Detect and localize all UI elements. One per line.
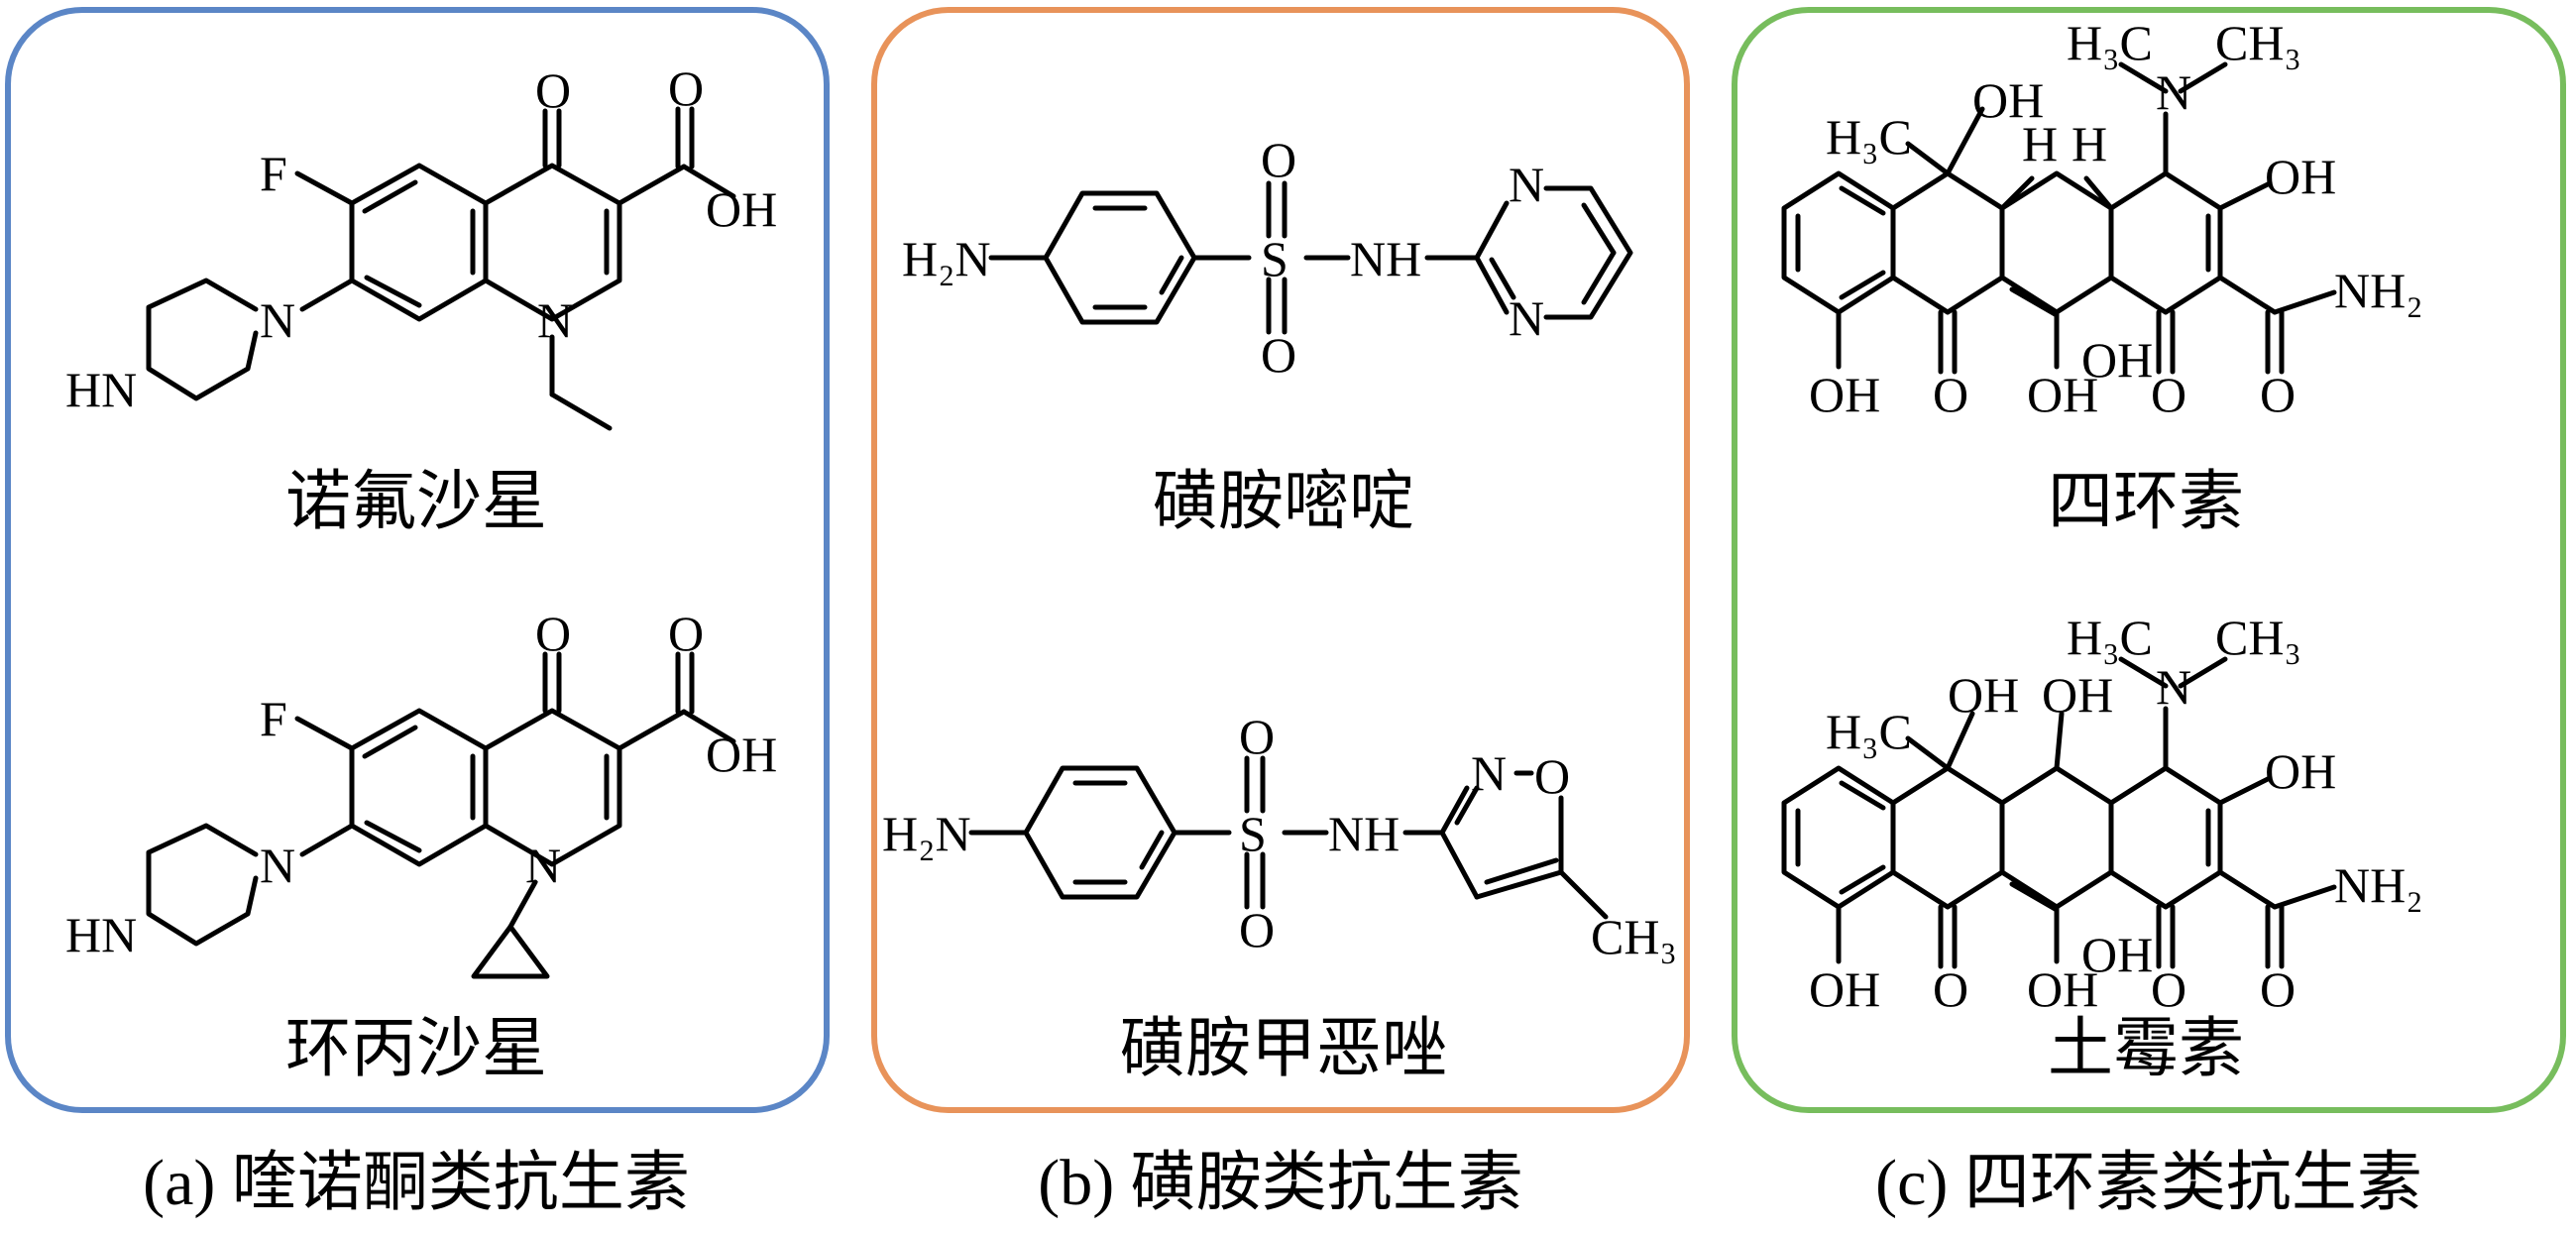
tetracycline-ch3-top-label: CH₃ xyxy=(2215,15,2301,70)
caption-b: (b) 磺胺类抗生素 xyxy=(1038,1144,1522,1220)
sulfadiazine-nh-label: NH xyxy=(1350,231,1421,286)
caption-b-text: 磺胺类抗生素 xyxy=(1131,1144,1523,1220)
sulfamethoxazole-o-top-label: O xyxy=(1239,709,1275,764)
caption-c: (c) 四环素类抗生素 xyxy=(1875,1144,2422,1220)
caption-c-text: 四环素类抗生素 xyxy=(1964,1144,2422,1220)
panel-c-border xyxy=(1732,7,2566,1113)
sulfamethoxazole-structure xyxy=(968,755,1609,920)
oxytetracycline-h3c-label: H₃C xyxy=(1826,704,1912,759)
ciprofloxacin-structure xyxy=(146,651,736,979)
sulfamethoxazole-name: 磺胺甲恶唑 xyxy=(1120,1010,1447,1086)
panel-a-border xyxy=(5,7,830,1113)
norfloxacin-n4-label: N xyxy=(260,292,295,348)
tetracycline-o-1-label: O xyxy=(1933,367,1968,422)
norfloxacin-structure xyxy=(146,106,736,431)
ciprofloxacin-acid-o-label: O xyxy=(668,606,704,661)
oxytetracycline-oh-bottom-mid-label: OH xyxy=(2027,961,2098,1017)
oxytetracycline-o-1-label: O xyxy=(1933,961,1968,1017)
sulfamethoxazole-nh-label: NH xyxy=(1328,806,1400,861)
tetracycline-name: 四环素 xyxy=(2048,463,2244,539)
caption-a-text: 喹诺酮类抗生素 xyxy=(232,1144,690,1220)
panel-b-border xyxy=(871,7,1690,1113)
oxytetracycline-oh-bottom-mid2-label: OH xyxy=(2081,927,2153,982)
sulfadiazine-n3-label: N xyxy=(1509,157,1544,212)
sulfadiazine-name: 磺胺嘧啶 xyxy=(1153,463,1414,539)
norfloxacin-hn-label: HN xyxy=(65,362,137,417)
sulfadiazine-o-top-label: O xyxy=(1261,132,1296,187)
caption-a: (a) 喹诺酮类抗生素 xyxy=(143,1144,690,1220)
caption-c-tag: (c) xyxy=(1875,1147,1948,1219)
tetracycline-oh-bottom-mid2-label: OH xyxy=(2081,332,2153,388)
sulfamethoxazole-o-ring-label: O xyxy=(1534,748,1570,804)
tetracycline-h-left-label: H xyxy=(2022,116,2058,171)
sulfadiazine-h2n-label: H₂N xyxy=(902,231,991,286)
oxytetracycline-oh-right-label: OH xyxy=(2265,743,2336,799)
norfloxacin-name: 诺氟沙星 xyxy=(285,463,547,539)
tetracycline-oh-top-label: OH xyxy=(1972,72,2044,128)
ciprofloxacin-n4-label: N xyxy=(260,838,295,893)
oxytetracycline-h3c-top-label: H₃C xyxy=(2067,610,2153,665)
oxytetracycline-oh-top2-label: OH xyxy=(2042,667,2113,723)
norfloxacin-n1-label: N xyxy=(537,292,573,348)
sulfadiazine-n1-label: N xyxy=(1509,290,1544,346)
ciprofloxacin-oh-label: OH xyxy=(706,727,777,782)
norfloxacin-oh-label: OH xyxy=(706,181,777,237)
oxytetracycline-o-3-label: O xyxy=(2260,961,2296,1017)
sulfamethoxazole-o-bottom-label: O xyxy=(1239,902,1275,957)
ciprofloxacin-o-label: O xyxy=(535,606,571,661)
tetracycline-oh-right-label: OH xyxy=(2265,149,2336,204)
norfloxacin-o-label: O xyxy=(535,62,571,118)
sulfamethoxazole-ch3-label: CH₃ xyxy=(1591,909,1677,964)
tetracycline-oh-bottom-mid-label: OH xyxy=(2027,367,2098,422)
oxytetracycline-structure xyxy=(1781,656,2337,969)
oxytetracycline-o-2-label: O xyxy=(2151,961,2186,1017)
ciprofloxacin-name: 环丙沙星 xyxy=(285,1010,547,1086)
tetracycline-h-right-label: H xyxy=(2072,116,2107,171)
sulfadiazine-s-label: S xyxy=(1261,231,1288,286)
tetracycline-oh-bottom-left-label: OH xyxy=(1809,367,1880,422)
tetracycline-nh2-label: NH₂ xyxy=(2334,263,2423,318)
oxytetracycline-ch3-top-label: CH₃ xyxy=(2215,610,2301,665)
tetracycline-o-3-label: O xyxy=(2260,367,2296,422)
tetracycline-structure xyxy=(1781,61,2337,375)
tetracycline-h3c-label: H₃C xyxy=(1826,109,1912,165)
norfloxacin-f-label: F xyxy=(260,146,287,201)
sulfamethoxazole-h2n-label: H₂N xyxy=(882,806,971,861)
ciprofloxacin-hn-label: HN xyxy=(65,907,137,962)
caption-b-tag: (b) xyxy=(1038,1147,1114,1219)
sulfamethoxazole-n-label: N xyxy=(1471,745,1507,801)
oxytetracycline-oh-bottom-left-label: OH xyxy=(1809,961,1880,1017)
oxytetracycline-nh2-label: NH₂ xyxy=(2334,857,2423,913)
sulfadiazine-o-bottom-label: O xyxy=(1261,327,1296,383)
oxytetracycline-name: 土霉素 xyxy=(2048,1010,2244,1086)
sulfadiazine-structure xyxy=(988,180,1633,335)
ciprofloxacin-n1-label: N xyxy=(525,838,561,893)
ciprofloxacin-f-label: F xyxy=(260,691,287,746)
norfloxacin-acid-o-label: O xyxy=(668,60,704,116)
tetracycline-h3c-top-label: H₃C xyxy=(2067,15,2153,70)
oxytetracycline-n-label: N xyxy=(2156,659,2191,715)
sulfamethoxazole-s-label: S xyxy=(1239,806,1267,861)
oxytetracycline-oh-top-label: OH xyxy=(1948,667,2019,723)
tetracycline-o-2-label: O xyxy=(2151,367,2186,422)
tetracycline-n-label: N xyxy=(2156,64,2191,120)
caption-a-tag: (a) xyxy=(143,1147,215,1219)
